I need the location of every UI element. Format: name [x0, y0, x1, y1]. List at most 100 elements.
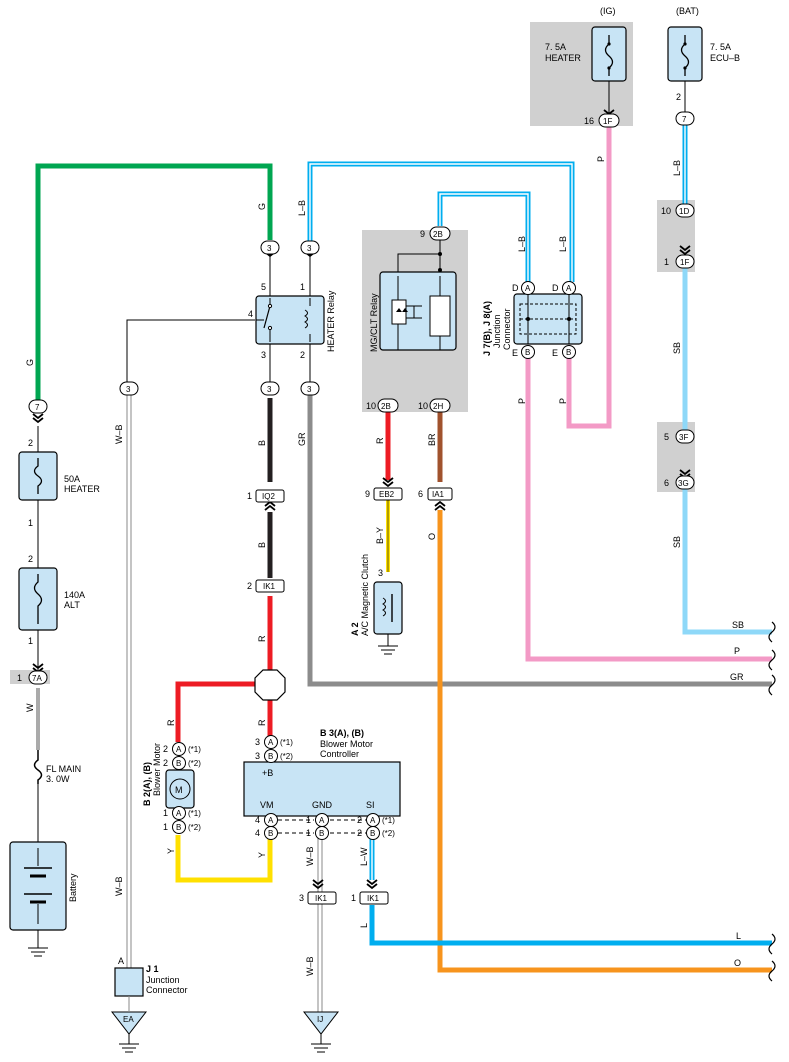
wire-label: R	[375, 437, 385, 444]
motor-pin: A	[176, 809, 182, 818]
bat-pin: 2	[676, 92, 681, 102]
conn-label: 2H	[433, 402, 443, 411]
fuse-140a-alt	[18, 567, 58, 631]
ctrl-pin: B	[268, 752, 273, 761]
flmain-name: FL MAIN	[46, 764, 81, 774]
controller-gnd: GND	[312, 800, 333, 810]
connector-pills	[28, 111, 695, 685]
bat-fuse-name2: ECU–B	[710, 53, 740, 63]
wire-p-ig	[566, 126, 612, 429]
ctrl-pin-num: 1	[306, 815, 311, 825]
conn-label: IK1	[367, 894, 380, 903]
junction-code: J 7(B), J 8(A)	[482, 301, 492, 356]
motor-note: (*1)	[188, 745, 201, 754]
battery	[9, 841, 67, 931]
conn-label: 1D	[679, 207, 689, 216]
wire-label: BR	[427, 433, 437, 446]
ground-ij	[302, 1011, 340, 1053]
ctrl-pin-num: 2	[357, 815, 362, 825]
clutch-pin: 3	[378, 568, 383, 578]
ground-battery	[28, 940, 48, 957]
motor-note: (*2)	[188, 759, 201, 768]
conn-label: IA1	[432, 490, 445, 499]
fuse-ig-heater	[591, 26, 627, 82]
alt-fuse-pin-bot: 1	[28, 636, 33, 646]
controller-name2: Controller	[320, 749, 359, 759]
wire-y	[175, 835, 273, 883]
jct-pin: A	[525, 284, 531, 293]
pin-label: 1	[351, 893, 356, 903]
motor-m: M	[175, 785, 183, 795]
ig-pin: 16	[584, 116, 594, 126]
motor-pin-num: 2	[163, 758, 168, 768]
ig-conn: 1F	[603, 117, 612, 126]
splice-joint	[254, 669, 286, 701]
motor-pin: B	[176, 759, 181, 768]
fuse-bat-ecub	[667, 26, 703, 82]
wire-r-motor	[175, 681, 255, 742]
ctrl-pin: A	[370, 816, 376, 825]
controller-code: B 3(A), (B)	[320, 728, 364, 738]
edge-label-l: L	[736, 931, 741, 941]
wire-sb2	[682, 488, 772, 635]
junction-name: Junction	[492, 314, 502, 348]
motor-note: (*1)	[188, 809, 201, 818]
pin-label: 6	[664, 478, 669, 488]
conn-label: EB2	[379, 490, 395, 499]
wire-label: W–B	[114, 424, 124, 444]
conn-label: 1F	[680, 258, 689, 267]
ctrl-pin-num: 1	[306, 828, 311, 838]
pin-label: 9	[420, 229, 425, 239]
wire-label: W	[25, 703, 35, 712]
junction-name2: Connector	[502, 308, 512, 350]
jct-pin: E	[552, 348, 558, 358]
pin-label: 1	[664, 257, 669, 267]
conn-label: 3G	[678, 479, 689, 488]
ig-fuse-name2: HEATER	[545, 53, 581, 63]
wire-g	[35, 163, 273, 400]
j1-junction-connector	[114, 967, 144, 997]
jct-pin: D	[552, 283, 559, 293]
heater-fuse-pin-bot: 1	[28, 518, 33, 528]
pin-label: 1	[247, 491, 252, 501]
wire-label: B	[257, 440, 267, 446]
ctrl-pin: B	[319, 829, 324, 838]
conn-label: 3	[307, 385, 312, 394]
fuse-fl-main	[33, 750, 43, 784]
heater-relay-label: HEATER Relay	[326, 290, 336, 352]
relay-pin: 3	[261, 350, 266, 360]
pin-label: 9	[365, 489, 370, 499]
wire-p-out	[525, 356, 772, 662]
pin-label: 3	[299, 893, 304, 903]
j1-pin: A	[118, 956, 124, 966]
wire-label: L	[359, 923, 369, 928]
wire-label: L–B	[517, 236, 527, 252]
wire-label: W–B	[305, 846, 315, 866]
heater-fuse-name: 50A	[64, 474, 80, 484]
jct-pin: E	[512, 348, 518, 358]
connector-boxes	[255, 487, 453, 905]
ctrl-pin-num: 3	[255, 751, 260, 761]
conn-label: IK1	[263, 582, 276, 591]
motor-note: (*2)	[188, 823, 201, 832]
ground-clutch	[378, 634, 398, 655]
wire-label: R	[257, 635, 267, 642]
wire-label: L–W	[359, 847, 369, 866]
alt-fuse-name: 140A	[64, 590, 85, 600]
wire-label: Y	[257, 852, 267, 858]
wire-lb-bundle	[307, 161, 575, 282]
wire-label: R	[166, 719, 176, 726]
pin-label: 2	[247, 581, 252, 591]
controller-si: SI	[366, 800, 375, 810]
controller-dashes	[278, 819, 366, 834]
ctrl-note: (*1)	[280, 738, 293, 747]
motor-pin-num: 1	[163, 822, 168, 832]
j1-name2: Connector	[146, 985, 188, 995]
ctrl-pin-num: 4	[255, 828, 260, 838]
conn-label: 3	[307, 244, 312, 253]
ctrl-pin-num: 4	[255, 815, 260, 825]
j1-name: Junction	[146, 975, 180, 985]
pin-label: 10	[418, 401, 428, 411]
wire-label: SB	[672, 536, 682, 548]
